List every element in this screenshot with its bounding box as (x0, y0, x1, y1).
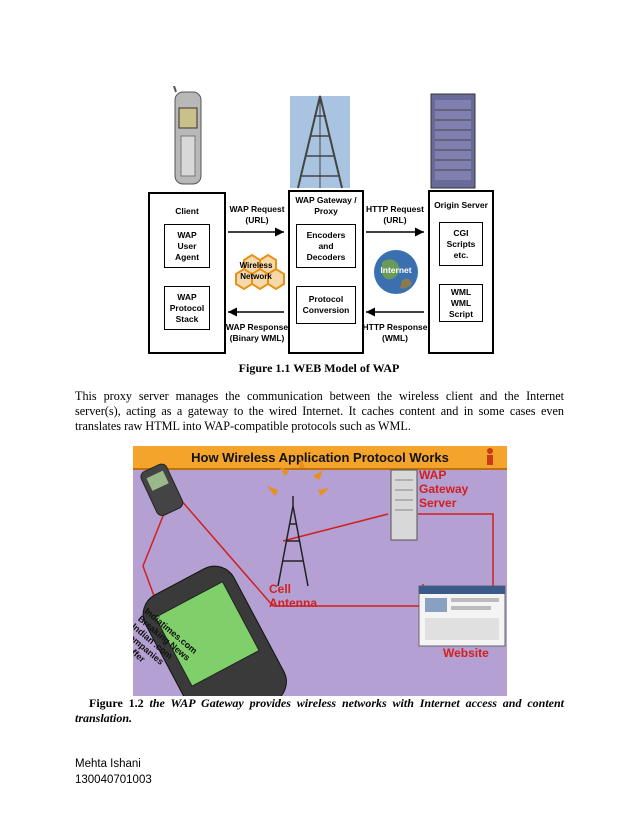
wap-request-label: WAP Request (URL) (229, 204, 285, 225)
wap-web-model-figure: Client WAP User Agent WAP Protocol Stack… (148, 86, 494, 356)
tower-icon (290, 95, 350, 189)
gateway-server-label: WAP Gateway Server (419, 468, 469, 510)
author-id: 130040701003 (75, 774, 152, 786)
internet-globe-icon (374, 250, 418, 294)
client-title: Client (175, 206, 199, 216)
internet-label: Internet (380, 265, 412, 275)
origin-server-box: Origin Server CGI Scripts etc. WML WML S… (428, 190, 494, 354)
server-icon (430, 93, 476, 189)
origin-title: Origin Server (434, 200, 488, 210)
client-box: Client WAP User Agent WAP Protocol Stack (148, 192, 226, 354)
top-phone-icon (140, 463, 184, 517)
wml-script-box: WML WML Script (439, 284, 483, 322)
figure-2-caption-text: the WAP Gateway provides wireless networ… (75, 696, 565, 725)
http-request-label: HTTP Request (URL) (366, 204, 424, 225)
figure-2-caption-prefix: Figure 1.2 (89, 696, 144, 710)
device-images (173, 86, 476, 189)
big-phone-icon (142, 565, 287, 696)
info-figure-icon (487, 448, 493, 465)
figure-2-title: How Wireless Application Protocol Works (133, 446, 507, 470)
wap-response-label: WAP Response (Binary WML) (225, 322, 289, 343)
protocol-conversion-box: Protocol Conversion (296, 286, 356, 324)
website-screenshot-icon (418, 585, 506, 647)
signal-bursts (267, 458, 329, 496)
http-response-label: HTTP Response (WML) (362, 322, 428, 343)
gateway-box: WAP Gateway / Proxy Encoders and Decoder… (288, 190, 364, 354)
encoders-decoders-box: Encoders and Decoders (296, 224, 356, 268)
wap-how-it-works-figure: How Wireless Application Protocol Works (133, 446, 507, 696)
wireless-network-label: Wireless Network (239, 261, 273, 281)
cgi-scripts-box: CGI Scripts etc. (439, 222, 483, 266)
author-name: Mehta Ishani (75, 758, 141, 770)
gateway-server-icon (390, 469, 418, 541)
wireless-network-icon (235, 253, 285, 291)
cell-antenna-icon (277, 496, 309, 587)
figure-2-caption: Figure 1.2 the WAP Gateway provides wire… (75, 696, 564, 726)
gateway-title: WAP Gateway / Proxy (295, 195, 357, 216)
figure-1-caption: Figure 1.1 WEB Model of WAP (238, 361, 400, 375)
figure-2-graphics (140, 448, 506, 696)
arrows-layer (228, 227, 424, 317)
mobile-phone-icon (173, 86, 202, 185)
wap-user-agent-box: WAP User Agent (164, 224, 210, 268)
website-label: Website (443, 646, 489, 660)
cell-antenna-label: Cell Antenna (269, 582, 317, 610)
wap-protocol-stack-box: WAP Protocol Stack (164, 286, 210, 330)
body-paragraph: This proxy server manages the communicat… (75, 389, 564, 433)
footer: Mehta Ishani 130040701003 (75, 756, 152, 788)
